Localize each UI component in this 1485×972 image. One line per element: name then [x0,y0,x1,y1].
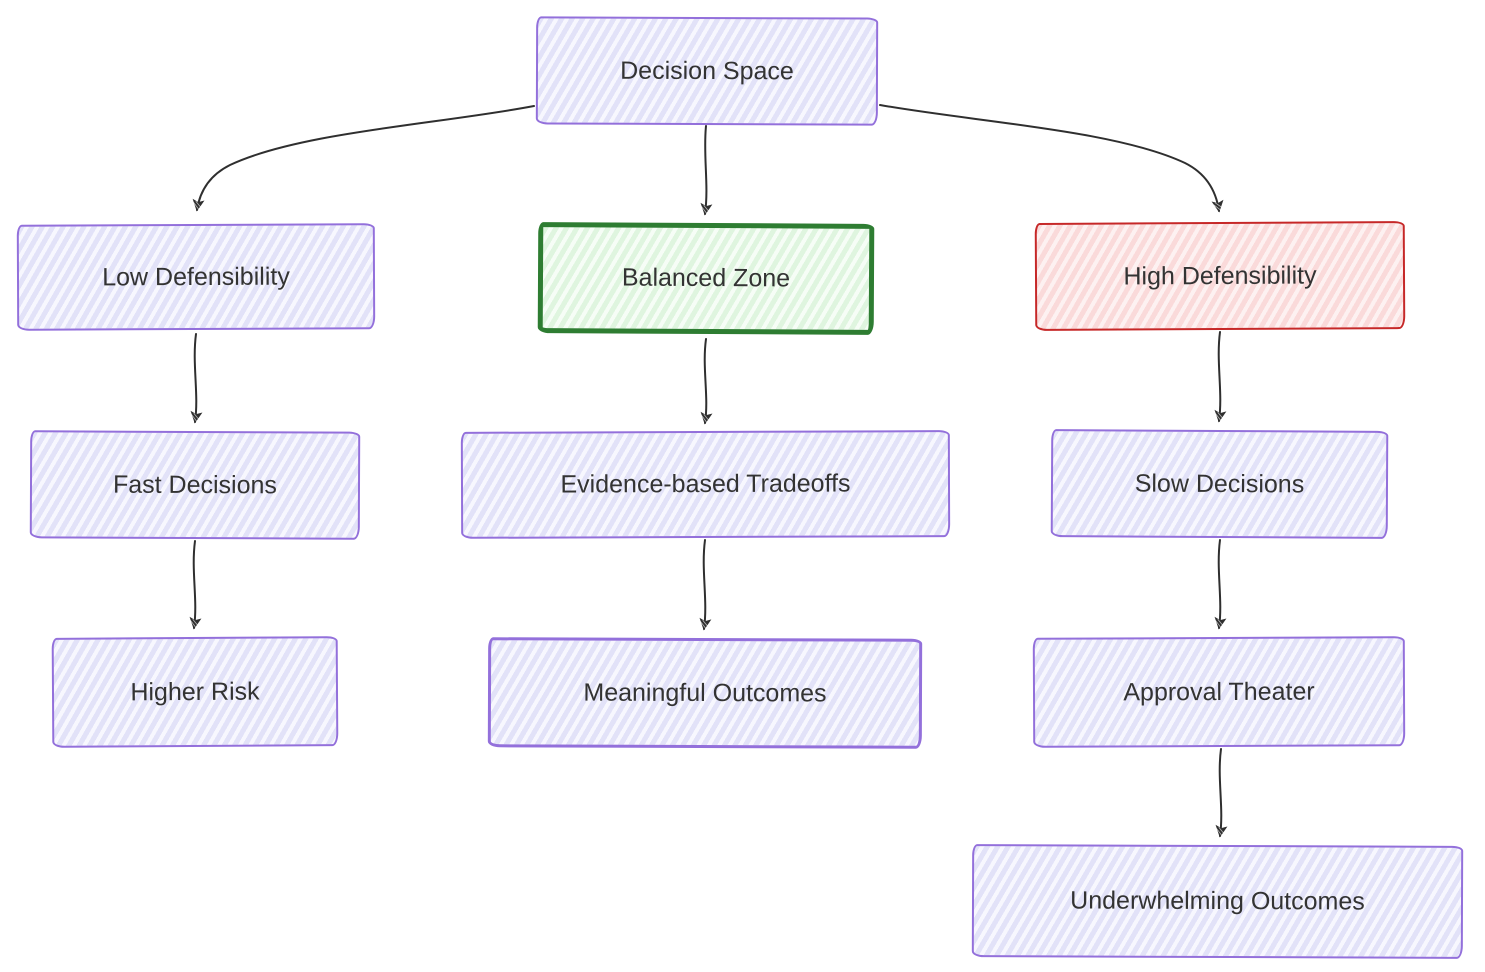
node-label: Fast Decisions [112,470,278,499]
node-label: Higher Risk [130,677,260,706]
node-label: Underwhelming Outcomes [1070,886,1365,916]
edge-balanced-zone-to-evidence-based-tradeoffs [700,338,713,425]
edge-evidence-based-tradeoffs-to-meaningful-outcomes [699,539,712,631]
node-label: Decision Space [620,56,794,85]
node-high-defensibility: High Defensibility [1034,221,1406,331]
edge-fast-decisions-to-higher-risk [189,540,202,630]
node-label: Low Defensibility [102,262,290,291]
node-label: Approval Theater [1123,677,1315,706]
node-approval-theater: Approval Theater [1032,636,1406,748]
node-label: High Defensibility [1123,260,1317,291]
edge-high-defensibility-to-slow-decisions [1214,331,1227,423]
node-evidence-based-tradeoffs: Evidence-based Tradeoffs [460,430,951,539]
edge-decision-space-to-balanced-zone [700,125,713,216]
edge-decision-space-to-high-defensibility [879,104,1224,213]
node-decision-space: Decision Space [535,16,879,126]
node-low-defensibility: Low Defensibility [16,223,376,331]
node-underwhelming-outcomes: Underwhelming Outcomes [971,844,1464,959]
node-label: Balanced Zone [621,263,791,293]
node-label: Slow Decisions [1134,469,1305,498]
edge-approval-theater-to-underwhelming-outcomes [1215,748,1228,838]
node-label: Evidence-based Tradeoffs [560,469,851,499]
node-fast-decisions: Fast Decisions [29,430,361,540]
edge-decision-space-to-low-defensibility [192,105,535,212]
edge-slow-decisions-to-approval-theater [1214,539,1227,630]
node-balanced-zone: Balanced Zone [537,222,875,335]
node-label: Meaningful Outcomes [583,678,827,707]
node-higher-risk: Higher Risk [51,636,339,748]
edge-low-defensibility-to-fast-decisions [190,333,203,424]
node-meaningful-outcomes: Meaningful Outcomes [487,637,923,749]
node-slow-decisions: Slow Decisions [1050,429,1389,539]
